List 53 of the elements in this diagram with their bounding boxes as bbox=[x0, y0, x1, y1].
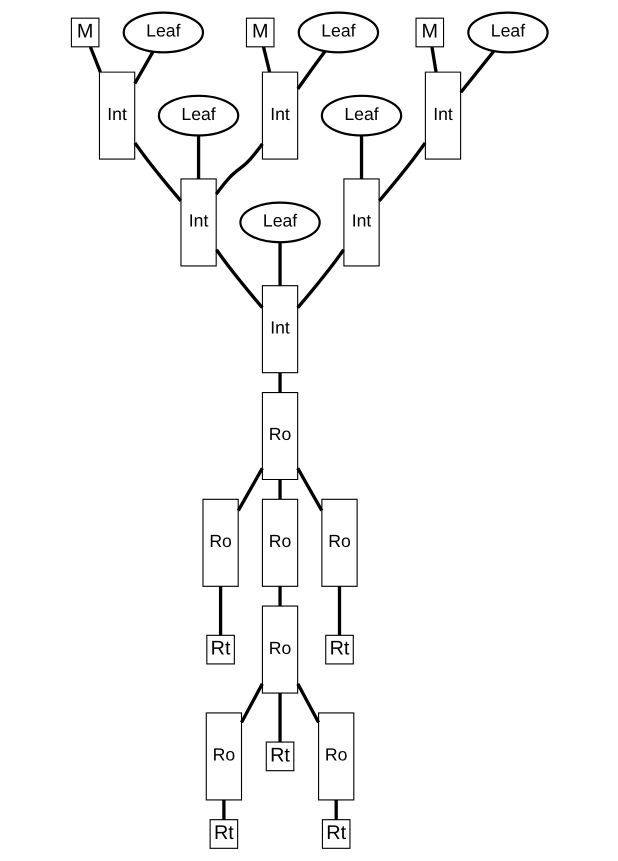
connector bbox=[278, 693, 282, 742]
connector bbox=[430, 46, 438, 72]
connector bbox=[296, 248, 344, 309]
connector bbox=[296, 683, 320, 724]
connector bbox=[132, 51, 154, 84]
node-box: Rt bbox=[206, 634, 234, 664]
connector bbox=[278, 372, 282, 392]
node-ellipse: Leaf bbox=[238, 202, 320, 244]
connector bbox=[218, 586, 222, 636]
node-box: M bbox=[70, 18, 99, 48]
connector bbox=[377, 142, 426, 202]
connector bbox=[88, 46, 102, 73]
connector bbox=[334, 800, 338, 820]
node-box: M bbox=[245, 18, 274, 48]
node-box: Rt bbox=[265, 742, 294, 772]
node-box: Ro bbox=[320, 498, 358, 587]
connector bbox=[278, 480, 282, 500]
node-box: M bbox=[414, 18, 444, 48]
node-ellipse: Leaf bbox=[320, 94, 402, 137]
node-box: Ro bbox=[261, 392, 298, 480]
connector bbox=[359, 136, 363, 179]
node-box: Rt bbox=[321, 819, 350, 849]
connector bbox=[196, 136, 200, 179]
node-box: Ro bbox=[202, 498, 238, 587]
node-box: Int bbox=[98, 72, 135, 160]
node-box: Int bbox=[424, 72, 461, 160]
node-box: Int bbox=[261, 72, 298, 160]
connector bbox=[278, 586, 282, 606]
node-box: Ro bbox=[205, 712, 242, 800]
connector bbox=[214, 248, 264, 309]
connector bbox=[222, 800, 226, 820]
connector bbox=[133, 142, 182, 202]
node-box: Ro bbox=[318, 712, 354, 800]
connector bbox=[214, 142, 264, 196]
connector bbox=[240, 683, 264, 724]
node-box: Rt bbox=[209, 819, 238, 849]
node-box: Int bbox=[261, 285, 298, 374]
node-ellipse: Leaf bbox=[122, 12, 204, 54]
node-ellipse: Leaf bbox=[466, 12, 548, 54]
node-box: Rt bbox=[324, 634, 354, 664]
node-ellipse: Leaf bbox=[297, 12, 379, 54]
node-box: Ro bbox=[261, 498, 298, 587]
node-box: Int bbox=[342, 178, 380, 266]
connector bbox=[236, 467, 264, 512]
connector bbox=[337, 586, 341, 636]
connector bbox=[278, 242, 282, 286]
node-box: Int bbox=[180, 178, 216, 266]
connector bbox=[296, 467, 323, 512]
connector bbox=[459, 50, 495, 94]
node-ellipse: Leaf bbox=[157, 94, 239, 137]
connector bbox=[261, 46, 271, 72]
connector bbox=[296, 50, 326, 90]
node-box: Ro bbox=[261, 606, 298, 694]
